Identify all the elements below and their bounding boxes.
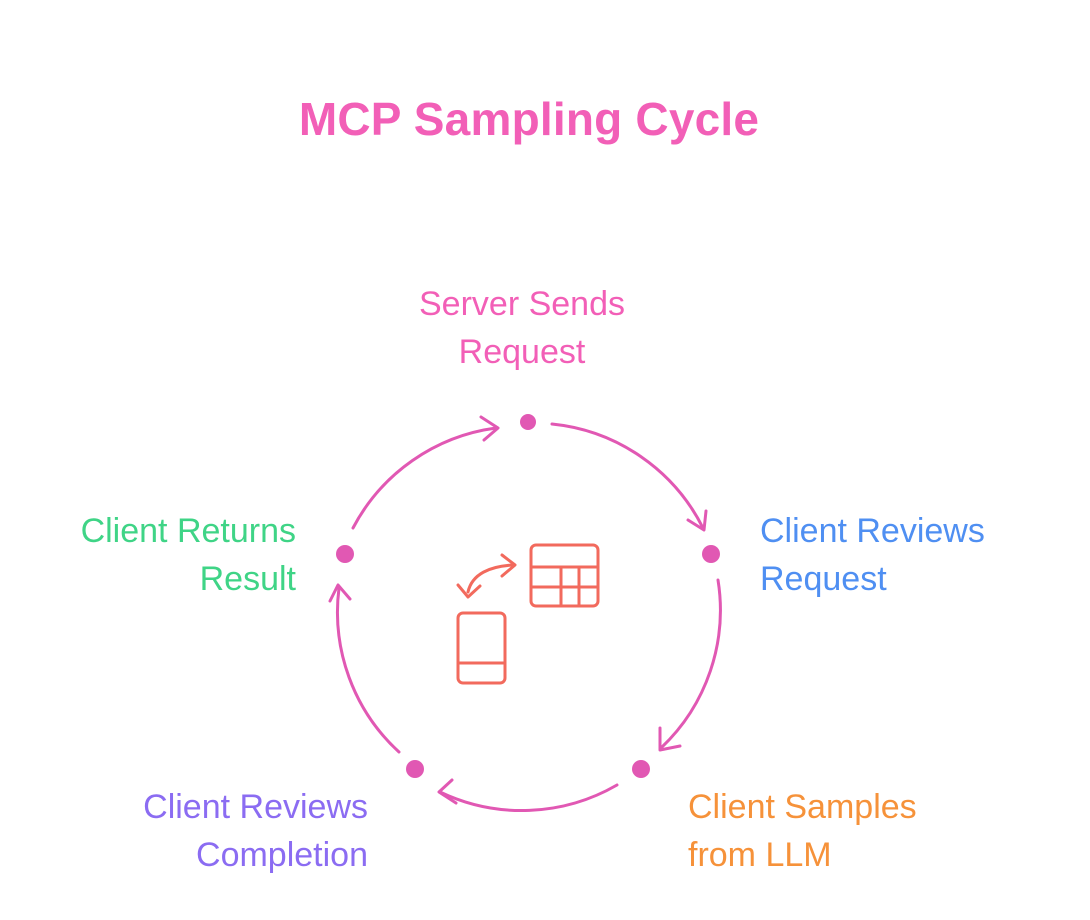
- step-client-returns-result: Client Returns Result: [81, 507, 296, 603]
- arc-samples-to-completion: [438, 783, 619, 813]
- step-label-line: Completion: [196, 836, 368, 874]
- step-label-line: from LLM: [688, 836, 832, 874]
- step-server-sends-request: Server Sends Request: [382, 280, 662, 376]
- arc-returns-to-server: [351, 426, 498, 530]
- arrowhead-samples: [658, 726, 682, 752]
- swap-arrow-icon: [456, 553, 517, 599]
- step-label-line: Client Returns: [80, 512, 296, 550]
- step-label-line: Server Sends: [419, 285, 625, 323]
- node-client-samples: [632, 760, 650, 778]
- step-label-line: Client Reviews: [143, 788, 368, 826]
- step-client-samples-from-llm: Client Samples from LLM: [688, 783, 917, 879]
- node-client-returns: [336, 545, 354, 563]
- mobile-device-icon: [456, 611, 507, 685]
- node-client-reviews-completion: [406, 760, 424, 778]
- arrowhead-completion: [437, 778, 458, 805]
- step-label-line: Request: [458, 333, 586, 371]
- diagram-title: MCP Sampling Cycle: [298, 93, 760, 145]
- table-icon: [529, 543, 600, 608]
- node-server-sends: [520, 414, 536, 430]
- arc-server-to-review: [550, 422, 705, 530]
- arc-completion-to-returns: [335, 586, 401, 754]
- step-client-reviews-completion: Client Reviews Completion: [143, 783, 368, 879]
- center-icons: [456, 543, 600, 685]
- cycle-arrows: [328, 415, 722, 813]
- arrowhead-server: [479, 415, 500, 442]
- arc-review-to-samples: [659, 578, 722, 750]
- arrowhead-returns: [328, 583, 352, 603]
- node-client-reviews-request: [702, 545, 720, 563]
- arrowhead-review: [686, 509, 708, 532]
- step-client-reviews-request: Client Reviews Request: [760, 507, 985, 603]
- step-label-line: Client Samples: [688, 788, 917, 826]
- step-label-line: Client Reviews: [760, 512, 985, 550]
- cycle-nodes: [336, 414, 720, 778]
- step-label-line: Result: [199, 560, 296, 598]
- step-label-line: Request: [760, 560, 887, 598]
